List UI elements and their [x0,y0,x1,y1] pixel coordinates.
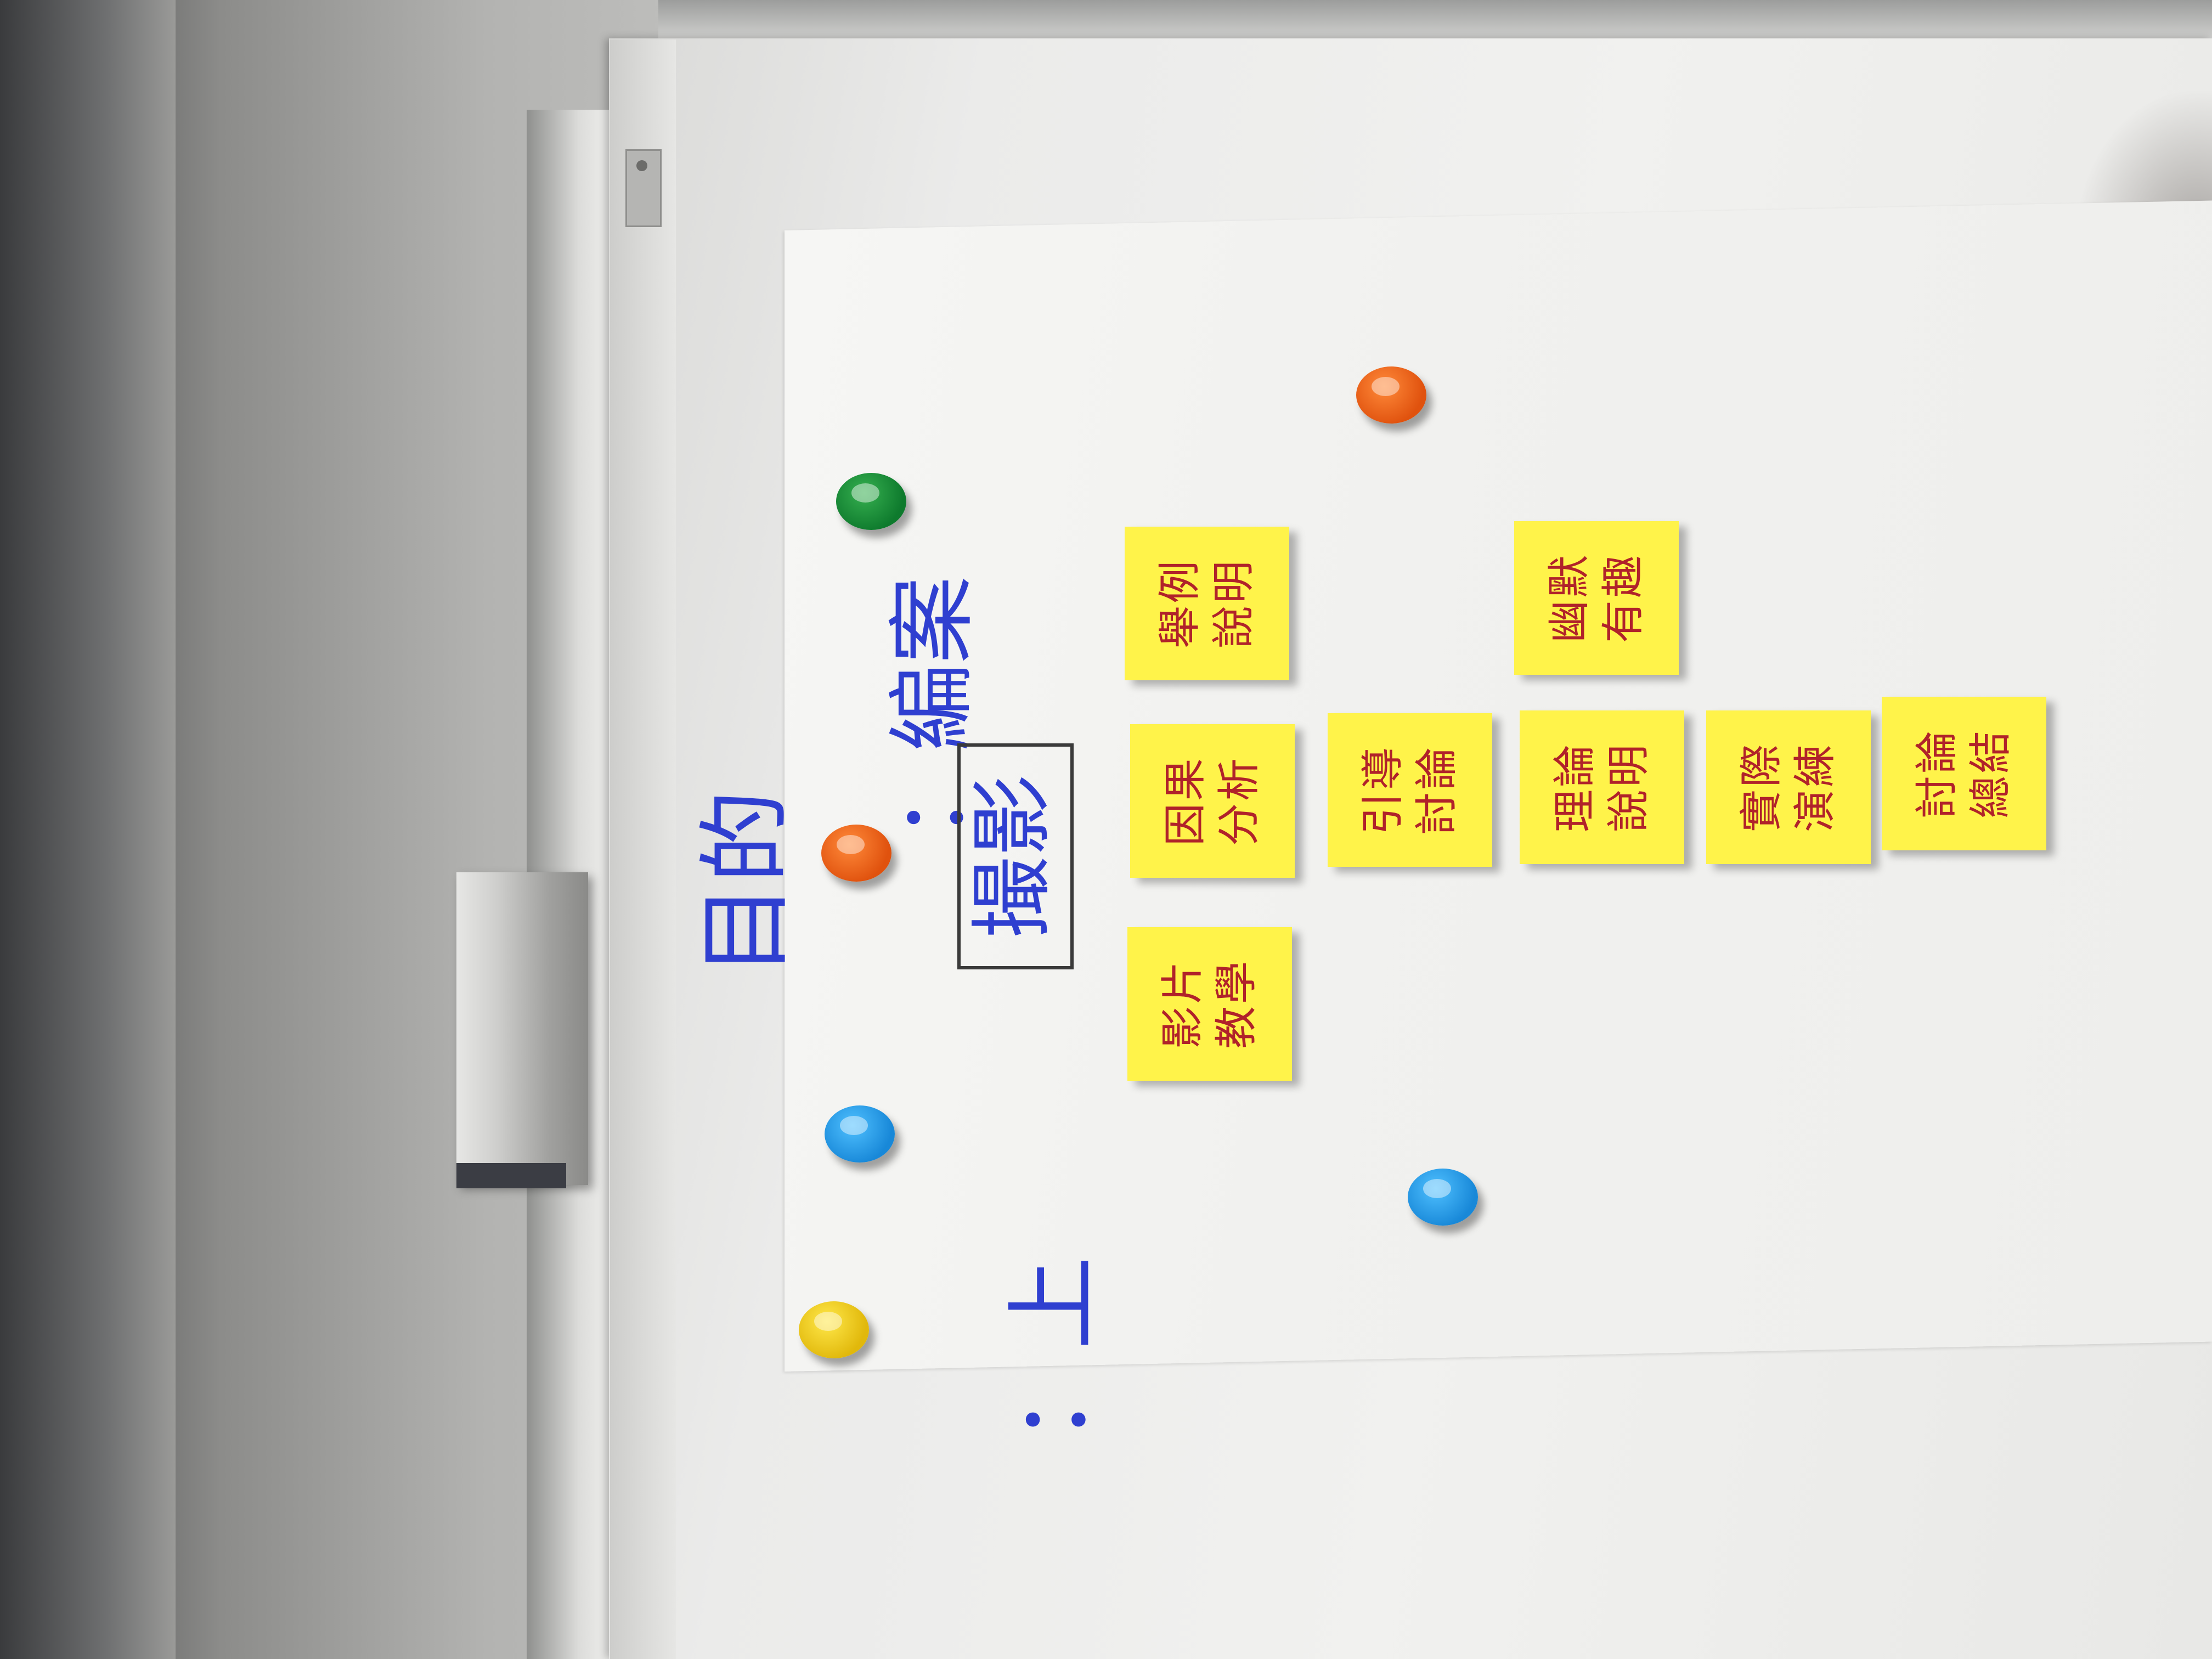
sticky-note-line: 討論 [1912,729,1962,819]
whiteboard-edge [610,40,676,1659]
magnet-yellow[interactable] [799,1301,869,1358]
screw-icon [636,160,647,171]
sticky-note-line: 教學 [1212,959,1261,1049]
handwritten-heading: 目的 [692,790,800,977]
magnet-blue[interactable] [1408,1169,1478,1226]
sticky-note-line: 因果 [1161,756,1210,847]
sticky-note-line: 有趣 [1599,553,1648,644]
sticky-note[interactable]: 因果 分析 [1130,724,1295,878]
magnet-orange[interactable] [1356,366,1426,424]
handwritten-bottom-fragment: ：上 [999,1256,1108,1443]
sticky-note-line: 說明 [1209,558,1259,649]
sticky-note-line: 實際 [1737,742,1786,833]
magnet-orange[interactable] [821,825,891,882]
marker-tray [456,872,588,1185]
wall-shadow [0,0,176,1659]
sticky-note-line: 討論 [1412,745,1462,836]
sticky-note[interactable]: 實際 演練 [1706,710,1871,864]
sticky-note-line: 分析 [1215,756,1264,847]
sticky-note[interactable]: 引導 討論 [1328,713,1492,867]
sticky-note[interactable]: 討論 總結 [1882,697,2046,850]
magnet-green[interactable] [836,473,906,530]
sticky-note-line: 幽默 [1545,553,1594,644]
sticky-note-line: 總結 [1966,729,2016,819]
sticky-note-line: 引導 [1358,745,1408,836]
handwritten-boxed-label: 撮影 [957,743,1074,969]
sticky-note[interactable]: 影片 教學 [1127,927,1292,1081]
marker-tray-lip [456,1163,566,1188]
magnet-blue[interactable] [825,1105,895,1163]
sticky-note[interactable]: 理論 說明 [1520,710,1684,864]
sticky-note-line: 演練 [1791,742,1840,833]
sticky-note-line: 影片 [1158,959,1207,1049]
sticky-note[interactable]: 幽默 有趣 [1514,521,1679,675]
sticky-note-line: 說明 [1604,742,1654,833]
sticky-note[interactable]: 舉例 說明 [1125,527,1289,680]
sticky-note-line: 理論 [1550,742,1600,833]
sticky-note-line: 舉例 [1155,558,1205,649]
